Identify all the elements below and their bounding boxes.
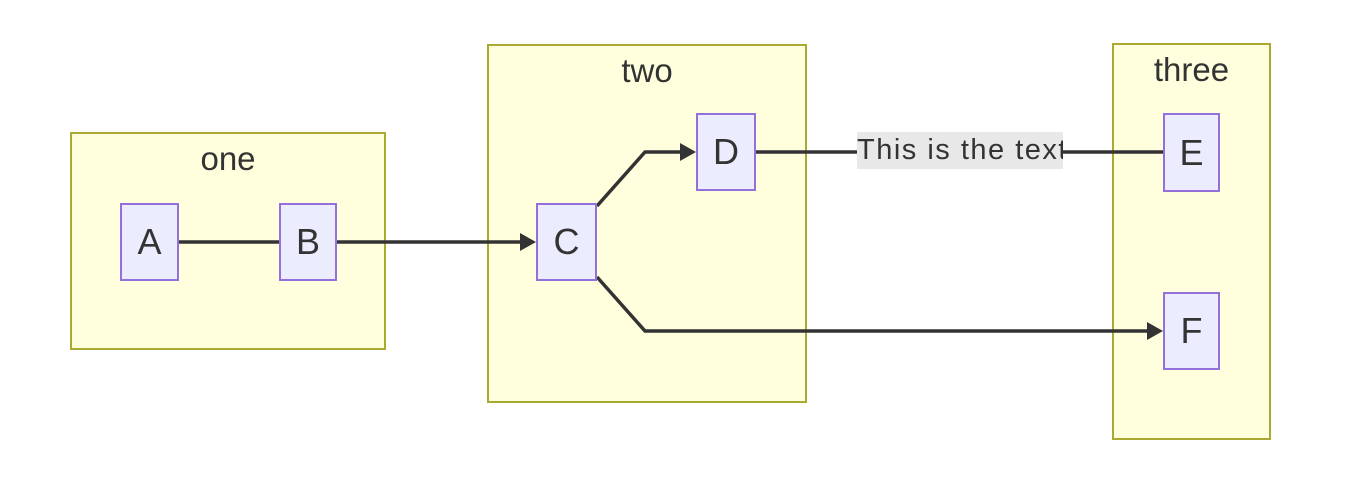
node-B: B (279, 203, 337, 281)
node-E: E (1163, 113, 1220, 192)
edge-label-D-E: This is the text (857, 132, 1063, 169)
subgraph-two: two (487, 44, 807, 403)
subgraph-two-title: two (621, 52, 673, 89)
node-D: D (696, 113, 756, 191)
node-A: A (120, 203, 179, 281)
node-F: F (1163, 292, 1220, 370)
node-C: C (536, 203, 597, 281)
subgraph-one: one (70, 132, 386, 350)
subgraph-three: three (1112, 43, 1271, 440)
subgraph-one-title: one (200, 140, 256, 177)
subgraph-three-title: three (1153, 51, 1230, 88)
